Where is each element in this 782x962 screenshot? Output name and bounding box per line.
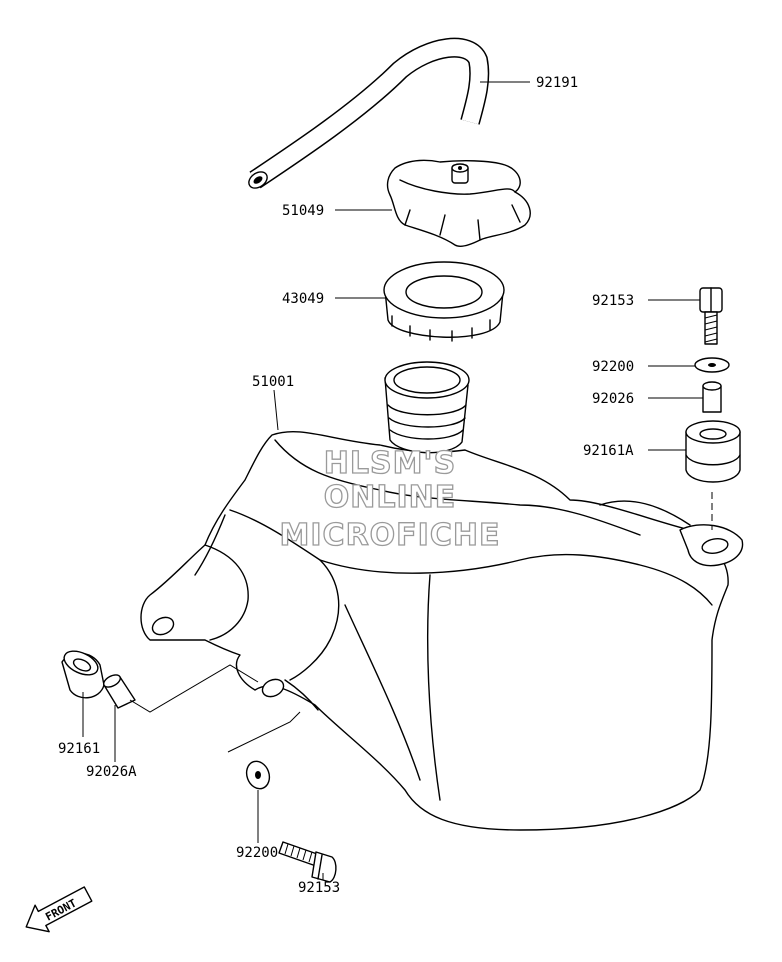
collar-left <box>103 674 136 709</box>
fuel-tank <box>140 430 744 831</box>
callout-washer-bottom: 92200 <box>236 845 278 861</box>
filler-neck <box>384 361 470 454</box>
watermark-line-1: HLSM'S <box>324 446 456 481</box>
watermark: HLSM'S ONLINE MICROFICHE <box>279 445 501 553</box>
assembly-lines <box>129 492 713 753</box>
callout-bolt-bottom: 92153 <box>298 880 340 896</box>
washer-right <box>694 357 730 373</box>
collar-right <box>702 381 722 413</box>
breather-hose <box>248 37 490 189</box>
damper-left <box>61 650 105 699</box>
callout-collar-left: 92026A <box>86 764 137 780</box>
callout-hose: 92191 <box>536 75 578 91</box>
callout-cap: 51049 <box>282 203 324 219</box>
callout-bolt-right: 92153 <box>592 293 634 309</box>
callout-gasket: 43049 <box>282 291 324 307</box>
damper-right <box>685 420 741 483</box>
callout-damper-left: 92161 <box>58 741 100 757</box>
front-direction-marker: FRONT <box>25 886 93 933</box>
bolt-right <box>699 287 723 345</box>
callout-labels: 92191 51049 43049 51001 92153 92200 9202… <box>58 75 634 896</box>
fuel-cap <box>386 159 531 247</box>
callout-washer-right: 92200 <box>592 359 634 375</box>
bolt-bottom <box>278 841 337 883</box>
filler-gasket <box>383 261 505 342</box>
washer-bottom <box>245 760 271 790</box>
callout-collar-right: 92026 <box>592 391 634 407</box>
watermark-line-3: MICROFICHE <box>280 518 501 553</box>
callout-damper-right: 92161A <box>583 443 634 459</box>
leader-lines <box>82 81 703 880</box>
callout-tank: 51001 <box>252 374 294 390</box>
watermark-line-2: ONLINE <box>324 480 457 515</box>
